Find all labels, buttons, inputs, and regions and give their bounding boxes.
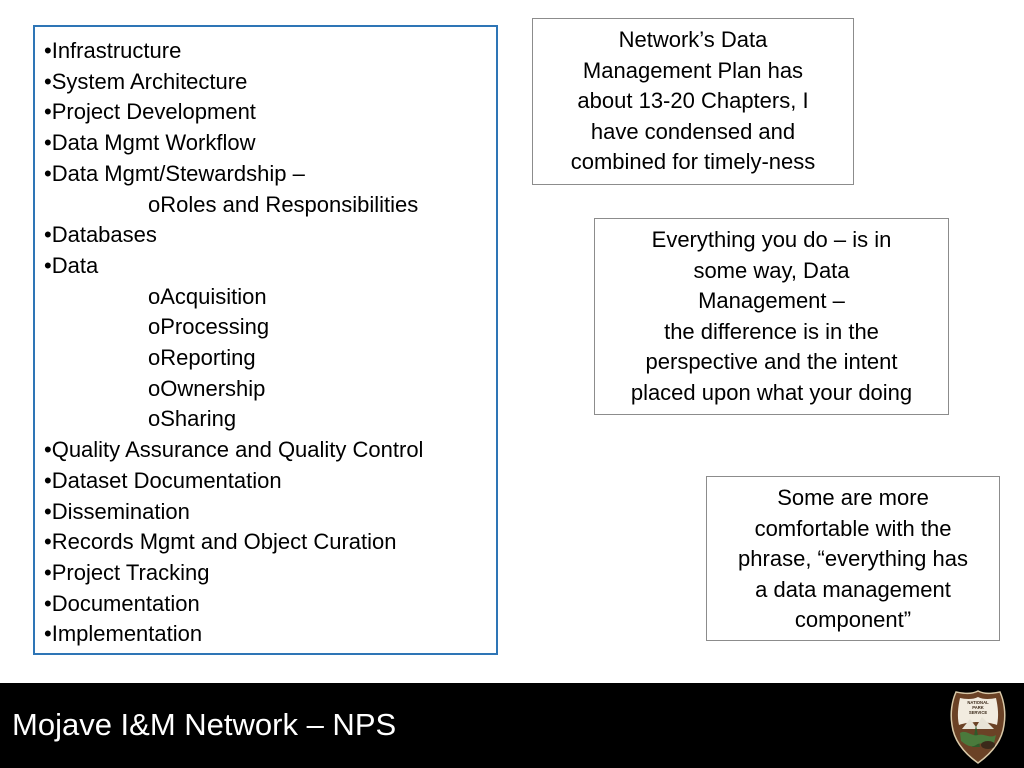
list-item-text: Databases <box>51 222 157 248</box>
circle-bullet-marker: o <box>148 191 161 217</box>
bullet-marker: • <box>44 621 52 647</box>
footer-bar: Mojave I&M Network – NPS NATIONAL PARK S… <box>0 683 1024 768</box>
note-line: Management – <box>698 288 845 313</box>
list-item: •Dataset Documentation <box>44 466 496 497</box>
note-line: Network’s Data <box>618 27 768 52</box>
list-item-text: Data Mgmt Workflow <box>51 130 256 156</box>
bullet-marker: • <box>44 467 52 493</box>
list-item: •Project Development <box>44 97 496 128</box>
sub-list-item: oAcquisition <box>44 282 496 313</box>
note-everything-data-management: Everything you do – is in some way, Data… <box>594 218 949 415</box>
list-item-text: Infrastructure <box>51 38 182 63</box>
bullet-marker: • <box>44 437 52 463</box>
sub-list-item: oSharing <box>44 404 496 435</box>
note-line: perspective and the intent <box>645 349 898 374</box>
circle-bullet-marker: o <box>148 314 161 340</box>
bullet-marker: • <box>44 559 52 585</box>
circle-bullet-marker: o <box>148 375 161 401</box>
nps-arrowhead-icon: NATIONAL PARK SERVICE <box>950 690 1006 764</box>
list-item: •Data <box>44 251 496 282</box>
sub-list-item: oRoles and Responsibilities <box>44 190 496 221</box>
bullet-marker: • <box>44 38 52 63</box>
list-item: •Data Mgmt/Stewardship – <box>44 159 496 190</box>
note-comfortable-phrase: Some are more comfortable with the phras… <box>706 476 1000 641</box>
list-item: •Documentation <box>44 589 496 620</box>
sub-list-item: oReporting <box>44 343 496 374</box>
list-item-text: Implementation <box>51 621 203 647</box>
list-item: •Quality Assurance and Quality Control <box>44 435 496 466</box>
topic-list: •Infrastructure•System Architecture•Proj… <box>44 36 496 650</box>
list-item-text: Records Mgmt and Object Curation <box>51 529 397 555</box>
list-item-text: Project Tracking <box>51 559 210 585</box>
bullet-marker: • <box>44 252 52 278</box>
bullet-marker: • <box>44 160 52 186</box>
list-item-text: Project Development <box>51 99 256 125</box>
sub-list-item: oOwnership <box>44 374 496 405</box>
note-line: a data management <box>755 576 951 602</box>
sub-list-item: oProcessing <box>44 312 496 343</box>
logo-text: PARK <box>972 705 984 710</box>
list-item-text: Roles and Responsibilities <box>160 191 419 217</box>
list-item-text: Quality Assurance and Quality Control <box>51 437 424 463</box>
list-item-text: Data <box>51 252 99 278</box>
list-item-text: Dissemination <box>51 498 190 524</box>
list-item: •Dissemination <box>44 497 496 528</box>
note-line: have condensed and <box>590 118 796 144</box>
list-item-text: Data Mgmt/Stewardship – <box>51 160 305 186</box>
circle-bullet-marker: o <box>148 283 161 309</box>
note-line: about 13-20 Chapters, I <box>577 88 809 113</box>
note-plan-chapters: Network’s Data Management Plan has about… <box>532 18 854 185</box>
bullet-marker: • <box>44 590 52 616</box>
list-item: •Databases <box>44 220 496 251</box>
logo-text: NATIONAL <box>967 700 989 705</box>
list-item: •Implementation <box>44 619 496 650</box>
note-line: Everything you do – is in <box>651 227 892 252</box>
note-line: comfortable with the <box>754 515 952 541</box>
bullet-marker: • <box>44 130 52 156</box>
list-item-text: Documentation <box>51 590 200 616</box>
note-line: Management Plan has <box>582 57 804 83</box>
logo-text: SERVICE <box>969 710 988 715</box>
note-line: placed upon what your doing <box>630 379 913 405</box>
bullet-marker: • <box>44 529 52 555</box>
list-item-text: System Architecture <box>51 68 248 94</box>
list-item-text: Dataset Documentation <box>51 467 282 493</box>
note-line: phrase, “everything has <box>738 546 968 571</box>
bullet-marker: • <box>44 99 52 125</box>
footer-title: Mojave I&M Network – NPS <box>12 707 397 742</box>
list-item-text: Sharing <box>160 406 237 432</box>
list-item: •Data Mgmt Workflow <box>44 128 496 159</box>
bullet-marker: • <box>44 498 52 524</box>
note-line: the difference is in the <box>664 318 879 344</box>
list-item-text: Acquisition <box>160 283 267 309</box>
list-item: •System Architecture <box>44 67 496 98</box>
note-line: Some are more <box>777 485 929 510</box>
circle-bullet-marker: o <box>148 345 161 371</box>
note-line: component” <box>794 607 912 632</box>
list-item-text: Reporting <box>160 345 256 371</box>
note-line: combined for timely-ness <box>570 149 816 174</box>
list-item: •Infrastructure <box>44 36 496 67</box>
bullet-marker: • <box>44 68 52 94</box>
list-item: •Records Mgmt and Object Curation <box>44 527 496 558</box>
note-line: some way, Data <box>693 257 850 283</box>
list-item-text: Ownership <box>160 375 266 401</box>
bullet-marker: • <box>44 222 52 248</box>
topic-outline-box: •Infrastructure•System Architecture•Proj… <box>33 25 498 655</box>
list-item-text: Processing <box>160 314 270 340</box>
list-item: •Project Tracking <box>44 558 496 589</box>
circle-bullet-marker: o <box>148 406 161 432</box>
